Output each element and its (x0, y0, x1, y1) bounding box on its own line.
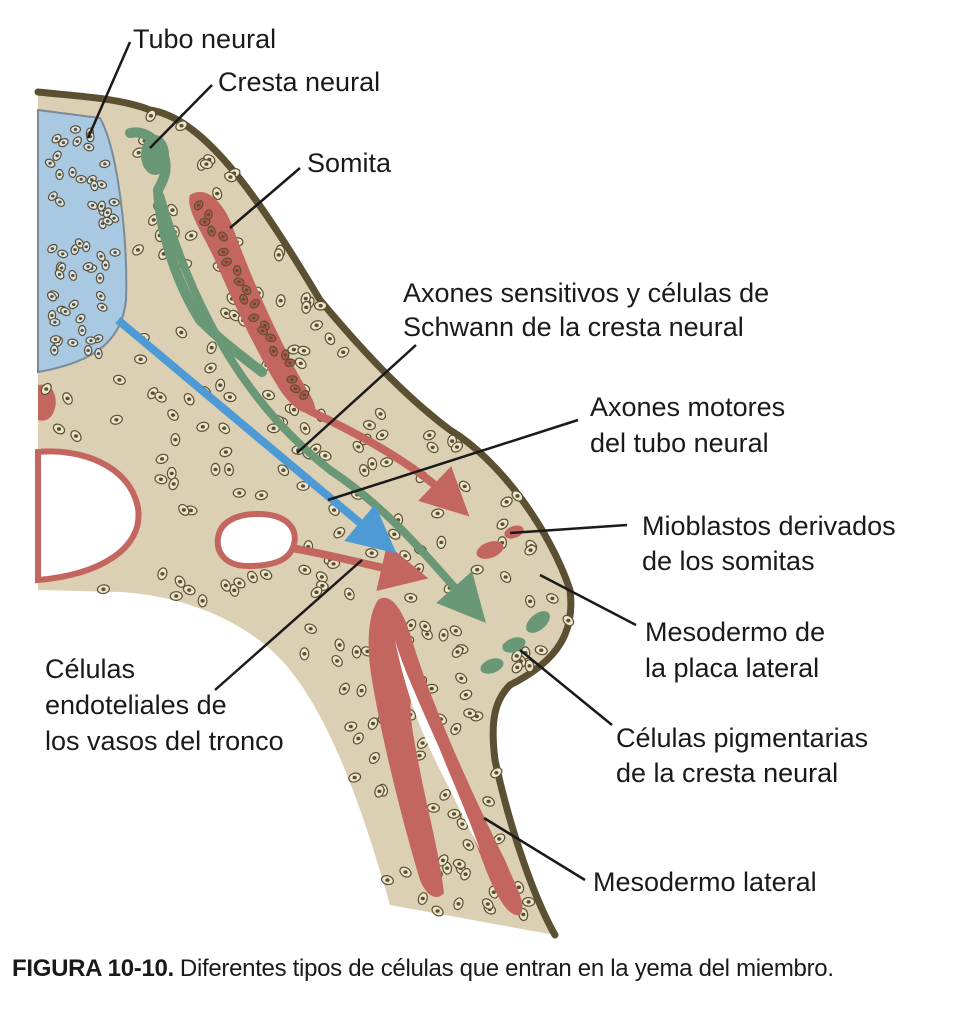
label-mioblastos-2: de los somitas (642, 546, 815, 576)
label-somita: Somita (307, 148, 392, 178)
leader-axones-sensitivos (296, 344, 417, 454)
label-axones-sensitivos-2: Schwann de la cresta neural (403, 312, 744, 342)
label-mesodermo-lateral: Mesodermo lateral (593, 867, 817, 897)
somite-cells (193, 200, 310, 400)
crest-origin (141, 135, 169, 175)
label-celulas-pigmentarias-1: Células pigmentarias (616, 723, 868, 753)
label-tubo-neural: Tubo neural (133, 24, 276, 54)
leader-lines (86, 41, 637, 882)
leader-celulas-endoteliales (214, 559, 363, 691)
leader-mesodermo-placa (539, 573, 637, 627)
label-mioblastos-1: Mioblastos derivados (642, 511, 896, 541)
pigment-cell-2 (502, 637, 526, 653)
myoblast-migration-arrow (306, 406, 470, 517)
leader-mioblastos (509, 523, 628, 535)
label-celulas-pigmentarias-2: de la cresta neural (616, 758, 838, 788)
myoblast-1 (476, 541, 504, 559)
crest-migration-arrow (156, 193, 486, 623)
trunk-vessel (214, 510, 298, 570)
endothelial-migration-arrow (291, 544, 429, 592)
label-celulas-endoteliales-3: los vasos del tronco (45, 726, 284, 756)
label-celulas-endoteliales-2: endoteliales de (45, 690, 227, 720)
pigment-cell-1 (526, 611, 550, 633)
leader-tubo-neural (86, 41, 132, 139)
figure-caption: FIGURA 10-10.Diferentes tipos de células… (12, 955, 962, 983)
label-mesodermo-placa-2: la placa lateral (645, 653, 819, 683)
label-celulas-endoteliales-1: Células (45, 654, 135, 684)
lateral-mesoderm-lumen (395, 640, 480, 850)
label-cresta-neural: Cresta neural (218, 67, 380, 97)
label-axones-sensitivos-1: Axones sensitivos y células de (403, 278, 769, 308)
leader-axones-motores (327, 418, 579, 502)
leader-mesodermo-lateral (483, 816, 586, 882)
leader-somita (229, 167, 301, 229)
label-mesodermo-placa-1: Mesodermo de (645, 617, 825, 647)
limb-bud-diagram: Tubo neural Cresta neural Somita Axones … (34, 24, 896, 939)
label-axones-motores-2: del tubo neural (590, 428, 769, 458)
motor-axon-arrow (115, 316, 397, 554)
pigment-cell-3 (480, 658, 504, 674)
label-axones-motores-1: Axones motores (590, 392, 785, 422)
leader-cresta-neural (149, 84, 213, 149)
figure-caption-text: Diferentes tipos de células que entran e… (179, 955, 834, 982)
neural-tube-cells (44, 125, 121, 360)
aorta-lumen (35, 448, 142, 584)
figure-number: FIGURA 10-10. (12, 955, 174, 982)
leader-celulas-pigmentarias (519, 649, 613, 726)
